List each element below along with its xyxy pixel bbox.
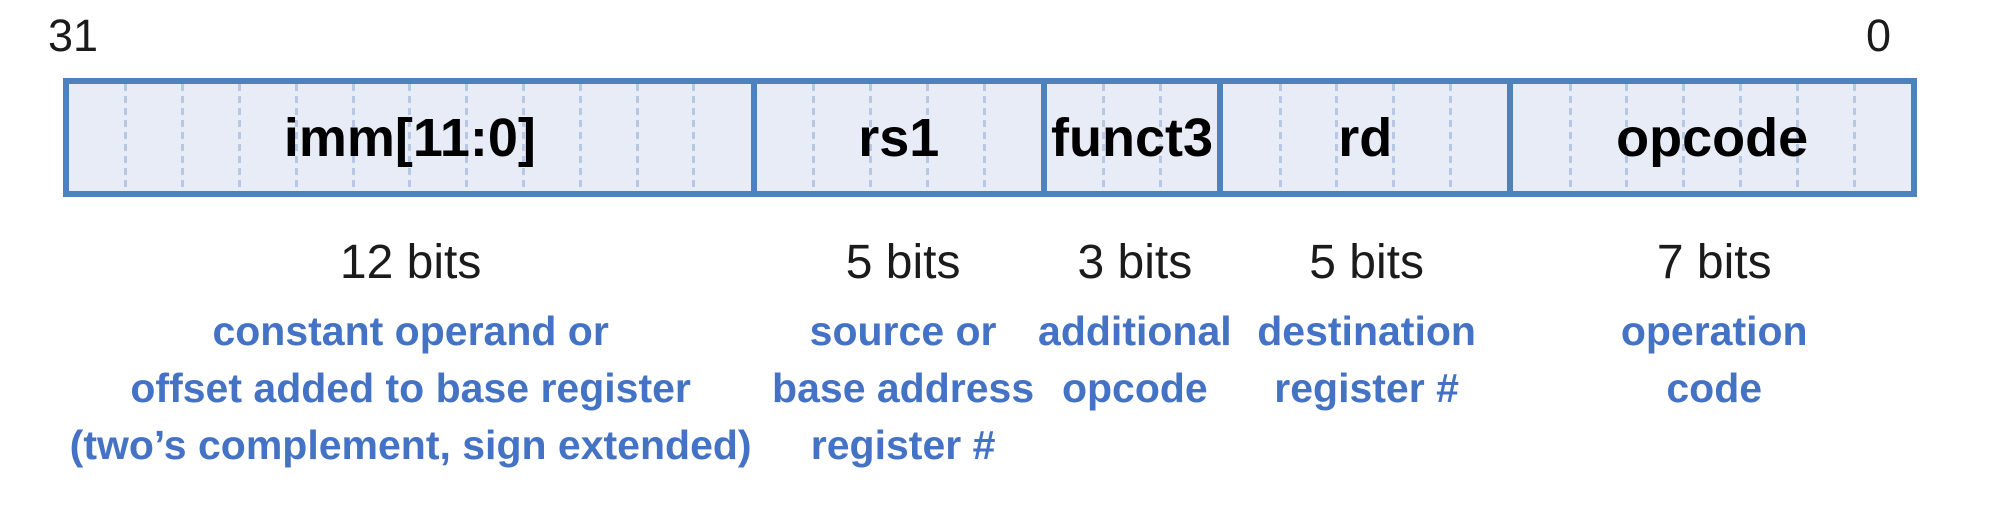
field-annotation: 3 bits additional opcode	[1038, 236, 1232, 417]
bit-index-low: 0	[1866, 10, 1892, 61]
field-description-line: destination	[1257, 308, 1476, 354]
field-description-line: offset added to base register	[130, 365, 691, 411]
bit-separator	[1568, 84, 1572, 191]
field-description-line: source or	[809, 308, 997, 354]
bit-separator	[692, 84, 696, 191]
field-label: rs1	[858, 107, 940, 168]
bit-index-high: 31	[48, 10, 99, 61]
field-description-line: constant operand or	[212, 308, 609, 354]
field-description: source or base address register #	[772, 303, 1034, 474]
field-description-line: opcode	[1061, 365, 1208, 411]
field-description-line: additional	[1038, 308, 1232, 354]
bit-separator	[1852, 84, 1856, 191]
field-rs1: rs1	[757, 84, 1047, 191]
bit-separator	[124, 84, 128, 191]
instruction-word-box: imm[11:0] rs1 funct3 rd opcode	[63, 78, 1917, 197]
field-bit-count: 3 bits	[1077, 236, 1193, 289]
field-description-line: code	[1666, 365, 1763, 411]
field-label: funct3	[1051, 107, 1214, 168]
field-label: rd	[1338, 107, 1393, 168]
field-description-line: register #	[1274, 365, 1459, 411]
field-annotation: 5 bits destination register #	[1257, 236, 1476, 417]
field-description: operation code	[1621, 303, 1808, 417]
field-bit-count: 12 bits	[339, 236, 482, 289]
field-description: constant operand or offset added to base …	[70, 303, 752, 474]
field-label: opcode	[1616, 107, 1809, 168]
bit-separator	[812, 84, 816, 191]
bit-separator	[578, 84, 582, 191]
field-annotation: 7 bits operation code	[1621, 236, 1808, 417]
bit-separator	[237, 84, 241, 191]
field-description-line: register #	[810, 422, 996, 468]
field-label: imm[11:0]	[283, 107, 536, 168]
bit-separator	[1392, 84, 1396, 191]
field-imm-11-0: imm[11:0]	[69, 84, 757, 191]
bit-separator	[635, 84, 639, 191]
field-description-line: (two’s complement, sign extended)	[69, 422, 752, 468]
field-description-line: base address	[772, 365, 1035, 411]
bit-separator	[181, 84, 185, 191]
field-bit-count: 5 bits	[1309, 236, 1424, 289]
bit-separator	[1278, 84, 1282, 191]
field-annotation: 5 bits source or base address register #	[772, 236, 1034, 474]
field-annotation: 12 bits constant operand or offset added t…	[70, 236, 752, 474]
bit-separator	[982, 84, 986, 191]
field-rd: rd	[1223, 84, 1514, 191]
field-description: destination register #	[1257, 303, 1476, 417]
bit-separator	[1449, 84, 1452, 191]
field-bit-count: 5 bits	[845, 236, 961, 289]
field-description-line: operation	[1620, 308, 1808, 354]
field-opcode: opcode	[1513, 84, 1911, 191]
field-bit-count: 7 bits	[1656, 236, 1772, 289]
field-funct3: funct3	[1047, 84, 1224, 191]
field-description: additional opcode	[1038, 303, 1232, 417]
